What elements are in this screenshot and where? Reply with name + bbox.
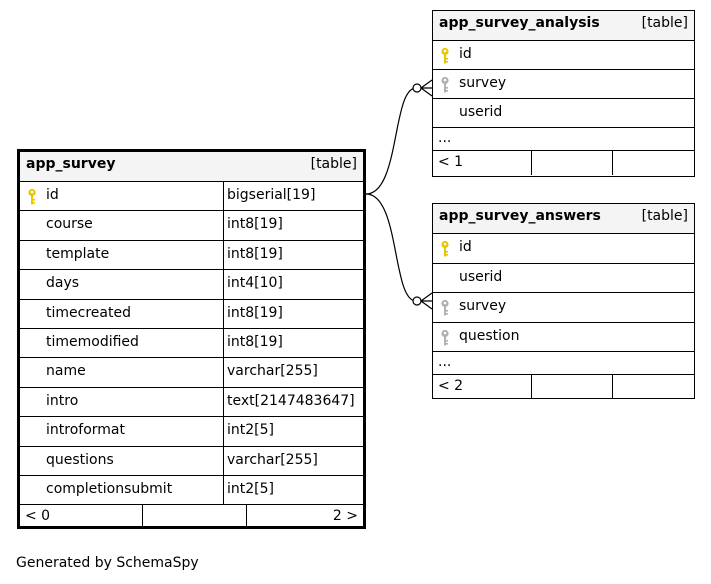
column-type: int2[5] — [227, 480, 274, 497]
more-columns-ellipsis: ... — [438, 130, 452, 146]
table-footer: < 1 — [433, 151, 694, 175]
table-type: [table] — [310, 156, 357, 172]
column-row-template[interactable]: template int8[19] — [20, 240, 363, 271]
column-name: course — [46, 216, 93, 233]
column-type: int8[19] — [227, 304, 283, 321]
table-app-survey-analysis[interactable]: app_survey_analysis [table] id survey user… — [432, 10, 695, 177]
column-row-survey[interactable]: survey — [433, 293, 694, 323]
column-row-intro[interactable]: intro text[2147483647] — [20, 387, 363, 418]
column-row-introformat[interactable]: introformat int2[5] — [20, 417, 363, 447]
column-row-timecreated[interactable]: timecreated int8[19] — [20, 299, 363, 329]
relation-many-marker — [420, 79, 433, 97]
column-type: text[2147483647] — [227, 392, 355, 409]
table-type: [table] — [641, 208, 688, 224]
foreign-key-icon — [439, 329, 451, 347]
column-row-id[interactable]: id — [433, 41, 694, 70]
column-name: survey — [459, 298, 507, 314]
column-name: intro — [46, 392, 79, 409]
column-row-course[interactable]: course int8[19] — [20, 211, 363, 241]
parents-count: < 0 — [25, 508, 51, 525]
parents-count: < 2 — [438, 378, 464, 394]
column-name: introformat — [46, 422, 125, 439]
ellipsis-row: ... — [433, 352, 694, 375]
table-name: app_survey_analysis — [439, 15, 600, 31]
column-name: completionsubmit — [46, 480, 173, 497]
table-name: app_survey_answers — [439, 208, 601, 224]
more-columns-ellipsis: ... — [438, 354, 452, 370]
column-type: int2[5] — [227, 422, 274, 439]
column-row-days[interactable]: days int4[10] — [20, 270, 363, 300]
column-row-name[interactable]: name varchar[255] — [20, 358, 363, 388]
relation-many-marker — [420, 292, 433, 310]
children-count: 2 > — [332, 508, 358, 525]
column-name: userid — [459, 104, 503, 120]
column-row-completionsubmit[interactable]: completionsubmit int2[5] — [20, 475, 363, 506]
relation-survey-analysis — [365, 87, 417, 195]
relation-optional-marker — [412, 83, 422, 93]
column-name: userid — [459, 268, 503, 285]
relation-optional-marker — [412, 296, 422, 306]
column-row-question[interactable]: question — [433, 323, 694, 352]
column-name: id — [459, 46, 472, 62]
column-name: questions — [46, 451, 114, 468]
column-row-timemodified[interactable]: timemodified int8[19] — [20, 328, 363, 359]
column-name: timemodified — [46, 333, 139, 350]
column-row-survey[interactable]: survey — [433, 70, 694, 99]
column-type: varchar[255] — [227, 451, 318, 468]
generated-by-label: Generated by SchemaSpy — [16, 555, 199, 571]
table-app-survey[interactable]: app_survey [table] id bigserial[19] course… — [17, 149, 366, 530]
column-type: varchar[255] — [227, 363, 318, 380]
primary-key-icon — [439, 240, 451, 258]
column-type: bigserial[19] — [227, 187, 316, 203]
column-name: days — [46, 275, 80, 292]
primary-key-icon — [439, 47, 451, 65]
table-type: [table] — [641, 15, 688, 31]
relation-survey-answers — [365, 193, 417, 302]
column-row-userid[interactable]: userid — [433, 99, 694, 128]
column-row-userid[interactable]: userid — [433, 264, 694, 293]
foreign-key-icon — [439, 299, 451, 317]
column-name: name — [46, 363, 86, 380]
table-header: app_survey_analysis [table] — [433, 11, 694, 41]
table-app-survey-answers[interactable]: app_survey_answers [table] id userid surve… — [432, 203, 695, 399]
foreign-key-icon — [439, 76, 451, 94]
column-name: template — [46, 245, 110, 262]
table-footer: < 2 — [433, 375, 694, 399]
column-row-id[interactable]: id — [433, 234, 694, 264]
column-name: timecreated — [46, 304, 131, 321]
column-name: id — [459, 239, 472, 255]
column-type: int8[19] — [227, 216, 283, 233]
column-type: int8[19] — [227, 333, 283, 350]
parents-count: < 1 — [438, 154, 464, 170]
column-type: int4[10] — [227, 275, 283, 292]
column-type: int8[19] — [227, 245, 283, 262]
column-row-questions[interactable]: questions varchar[255] — [20, 446, 363, 476]
column-name: question — [459, 327, 520, 344]
column-row-id[interactable]: id bigserial[19] — [20, 182, 363, 212]
column-name: survey — [459, 75, 507, 91]
column-name: id — [46, 187, 59, 203]
table-header: app_survey [table] — [20, 152, 363, 182]
table-name: app_survey — [26, 156, 116, 172]
primary-key-icon — [26, 188, 38, 206]
ellipsis-row: ... — [433, 128, 694, 151]
table-header: app_survey_answers [table] — [433, 204, 694, 234]
table-footer: < 0 2 > — [20, 505, 363, 530]
